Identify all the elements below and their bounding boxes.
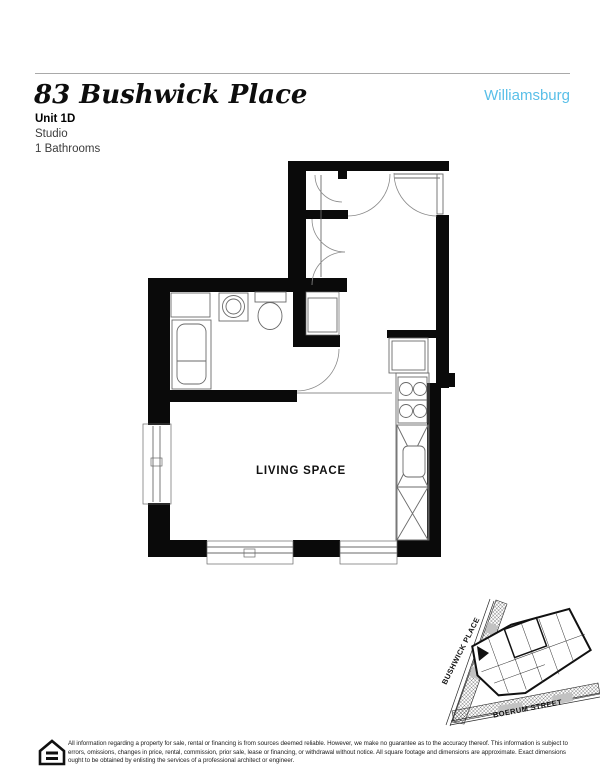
kitchen-fixtures — [388, 337, 430, 541]
unit-marker — [477, 646, 489, 661]
page-title: 83 Bushwick Place — [34, 80, 308, 110]
unit-type-label: Studio — [35, 128, 68, 140]
bathroom-fixtures — [170, 291, 287, 390]
floor-plan-walls — [148, 161, 455, 557]
unit-label: Unit 1D — [35, 113, 76, 125]
floor-plan: LIVING SPACE — [142, 161, 455, 565]
floor-plan-details — [142, 172, 444, 565]
sidewalk-patches — [469, 622, 573, 716]
disclaimer-line: All information regarding a property for… — [68, 740, 568, 747]
window-bottom-right — [339, 540, 398, 565]
bathrooms-label: 1 Bathrooms — [35, 143, 101, 155]
equal-housing-icon — [38, 739, 66, 766]
disclaimer-line: ought to be obtained by enlisting the se… — [68, 757, 295, 765]
header-divider — [35, 73, 570, 74]
site-map: BUSHWICK PLACE BOERUM STREET — [440, 598, 600, 727]
neighborhood-label: Williamsburg — [484, 87, 570, 104]
room-label: LIVING SPACE — [256, 465, 346, 477]
disclaimer-line: errors, omissions, changes in price, ren… — [68, 748, 566, 756]
window-left — [142, 423, 172, 505]
door-swing-arcs — [296, 172, 438, 392]
disclaimer-text: All information regarding a property for… — [68, 740, 568, 766]
window-bottom-left — [206, 540, 294, 565]
building-footprint — [471, 607, 592, 697]
